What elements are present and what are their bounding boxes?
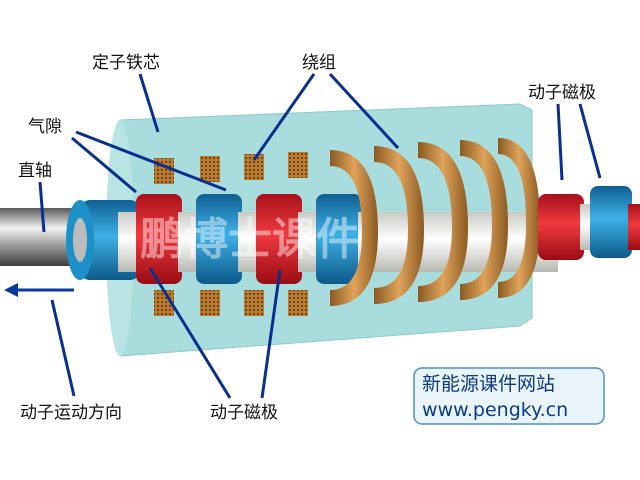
winding-slot [200, 290, 220, 316]
winding-coils [330, 138, 540, 306]
website-url: www.pengky.cn [422, 399, 568, 421]
leader-line [578, 103, 602, 179]
winding-slot [244, 290, 264, 316]
leader-line [50, 299, 76, 397]
leader-line [71, 136, 137, 194]
winding-coil [498, 138, 540, 298]
magnet-ring [590, 186, 632, 258]
winding-coil [418, 142, 468, 302]
magnet-ring [196, 194, 242, 284]
magnet-ring [628, 204, 640, 250]
mover-stack [66, 194, 558, 284]
mover-right [538, 186, 640, 260]
magnet-ring [538, 194, 584, 260]
winding-coil [374, 146, 424, 304]
leader-line [252, 73, 316, 161]
winding-coil [330, 150, 378, 306]
winding-slot [200, 156, 220, 182]
leader-lines [38, 72, 602, 399]
leader-line [556, 103, 564, 181]
leader-line [138, 73, 160, 133]
leader-line [38, 181, 46, 233]
website-title: 新能源课件网站 [422, 373, 555, 395]
label-straight-shaft: 直轴 [18, 161, 52, 181]
winding-slot [244, 154, 264, 180]
magnet-ring [316, 194, 362, 284]
label-mover-magnet-right: 动子磁极 [528, 83, 596, 103]
direction-arrow [4, 283, 74, 297]
winding-slot [288, 290, 308, 316]
website-badge: 新能源课件网站 www.pengky.cn [413, 367, 605, 425]
label-mover-direction: 动子运动方向 [20, 403, 122, 423]
label-air-gap: 气隙 [28, 117, 62, 137]
magnet-ring [136, 194, 182, 284]
stator-slots [154, 152, 308, 316]
label-stator-core: 定子铁芯 [92, 53, 160, 73]
label-winding: 绕组 [302, 53, 336, 73]
magnet-ring [256, 194, 302, 284]
leader-line [148, 267, 232, 399]
leader-line [75, 130, 227, 192]
winding-coil [460, 140, 508, 300]
watermark: 鹏博士课件 [140, 214, 360, 265]
leader-line [260, 269, 282, 399]
shaft-end [73, 218, 87, 262]
winding-slot [288, 152, 308, 178]
label-mover-magnet-bottom: 动子磁极 [210, 403, 278, 423]
leader-line [328, 72, 400, 150]
